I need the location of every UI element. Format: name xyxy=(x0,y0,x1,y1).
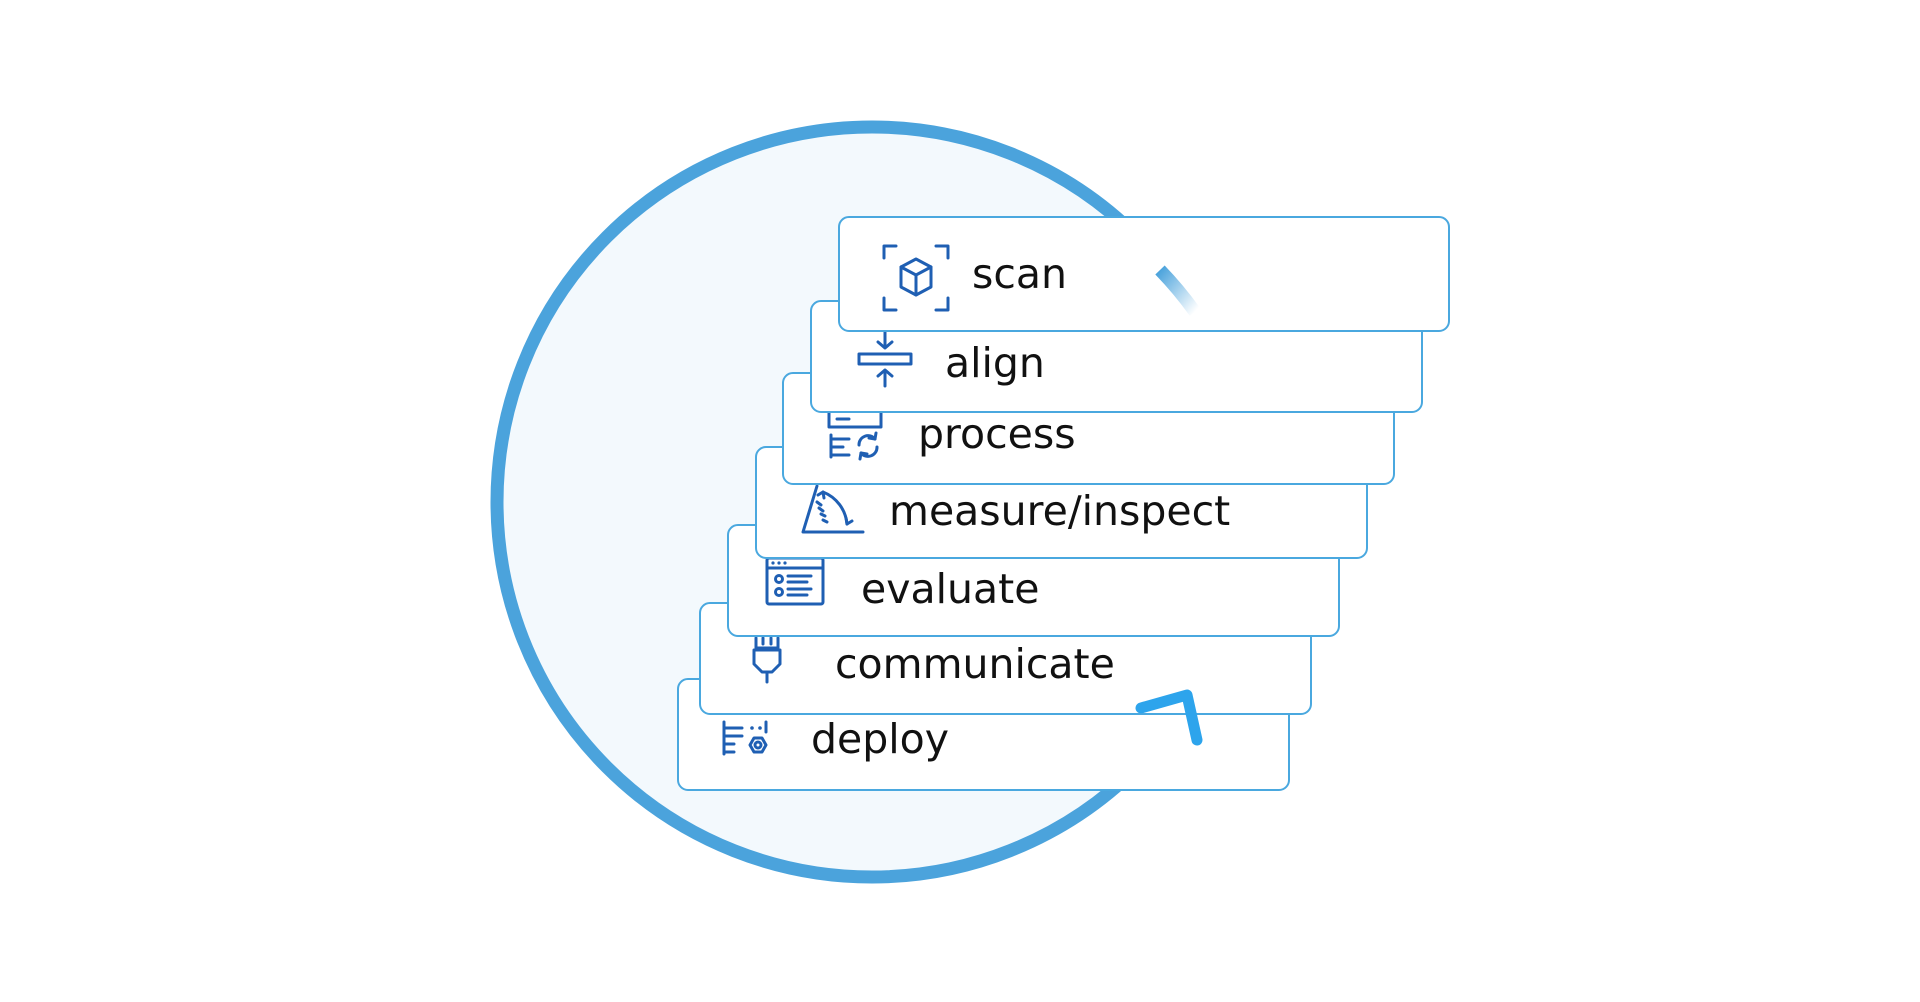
step-label-communicate: communicate xyxy=(835,640,1115,688)
server-gear-icon xyxy=(722,720,768,756)
align-compress-icon xyxy=(857,330,913,388)
step-label-scan: scan xyxy=(972,250,1067,298)
protractor-measure-icon xyxy=(801,484,865,534)
step-label-evaluate: evaluate xyxy=(861,565,1039,613)
cycle-arrow-icon xyxy=(1135,689,1203,746)
step-label-deploy: deploy xyxy=(811,715,949,763)
cycle-arc-fade xyxy=(1155,265,1201,316)
plug-connector-icon xyxy=(752,636,782,684)
step-card-scan: scan xyxy=(838,216,1450,332)
step-label-process: process xyxy=(918,410,1076,458)
scan-cube-icon xyxy=(882,244,950,312)
step-label-measure: measure/inspect xyxy=(889,487,1230,535)
step-label-align: align xyxy=(945,339,1045,387)
